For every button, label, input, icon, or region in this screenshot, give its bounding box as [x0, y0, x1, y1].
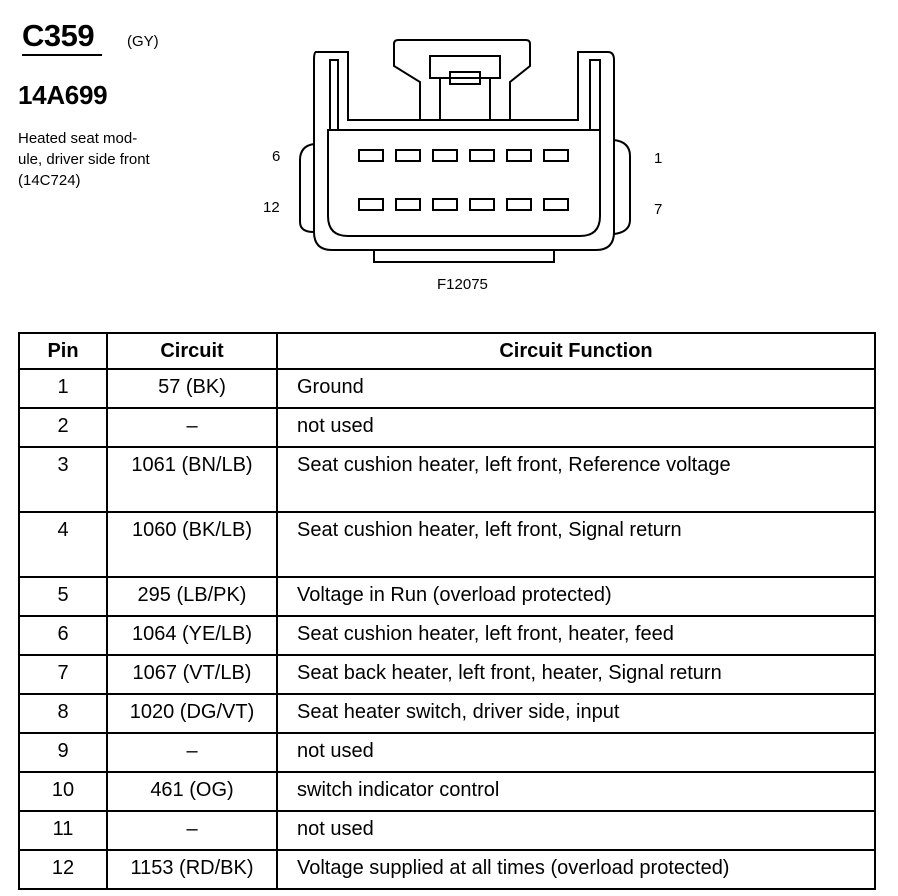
terminal-pin-7	[543, 198, 569, 211]
table-row: 8 1020 (DG/VT) Seat heater switch, drive…	[18, 693, 876, 734]
description-line-3: (14C724)	[18, 172, 81, 189]
terminal-pin-9	[469, 198, 495, 211]
connector-latch-arm	[439, 78, 491, 120]
circuit-cell: 1020 (DG/VT)	[106, 693, 278, 734]
connector-color: (GY)	[127, 33, 159, 50]
terminal-pin-4	[432, 149, 458, 162]
table-row: 4 1060 (BK/LB) Seat cushion heater, left…	[18, 511, 876, 578]
table-row: 12 1153 (RD/BK) Voltage supplied at all …	[18, 849, 876, 890]
function-cell: Seat cushion heater, left front, heater,…	[276, 615, 876, 656]
circuit-cell: –	[106, 732, 278, 773]
pin-table: Pin Circuit Circuit Function 1 57 (BK) G…	[18, 332, 876, 890]
pin-label-bottom-right: 7	[654, 201, 663, 218]
circuit-cell: –	[106, 810, 278, 851]
pin-cell: 9	[18, 732, 108, 773]
connector-latch	[393, 39, 531, 121]
circuit-cell: 461 (OG)	[106, 771, 278, 812]
connector-bottom-key	[373, 250, 555, 263]
table-row: 11 – not used	[18, 810, 876, 851]
connector-latch-tab	[449, 71, 481, 85]
table-row: 3 1061 (BN/LB) Seat cushion heater, left…	[18, 446, 876, 513]
pin-label-bottom-left: 12	[263, 199, 280, 216]
function-cell: Voltage in Run (overload protected)	[276, 576, 876, 617]
connector-description: Heated seat mod- ule, driver side front …	[18, 128, 188, 191]
terminal-pin-2	[506, 149, 532, 162]
terminal-pin-6	[358, 149, 384, 162]
terminal-pin-3	[469, 149, 495, 162]
terminal-pin-11	[395, 198, 421, 211]
pin-cell: 8	[18, 693, 108, 734]
part-number: 14A699	[18, 80, 108, 110]
connector-body-outline	[313, 51, 615, 251]
pin-label-top-left: 6	[272, 148, 281, 165]
function-cell: not used	[276, 407, 876, 448]
terminal-row-top	[358, 149, 569, 162]
connector-inner-right	[589, 59, 601, 131]
table-row: 10 461 (OG) switch indicator control	[18, 771, 876, 812]
description-line-1: Heated seat mod-	[18, 130, 138, 147]
pin-cell: 5	[18, 576, 108, 617]
column-header-pin: Pin	[18, 332, 108, 370]
circuit-cell: –	[106, 407, 278, 448]
terminal-pin-8	[506, 198, 532, 211]
description-line-2: ule, driver side front	[18, 151, 150, 168]
connector-cavity	[327, 129, 601, 237]
function-cell: switch indicator control	[276, 771, 876, 812]
circuit-cell: 1064 (YE/LB)	[106, 615, 278, 656]
table-row: 7 1067 (VT/LB) Seat back heater, left fr…	[18, 654, 876, 695]
circuit-cell: 1061 (BN/LB)	[106, 446, 278, 513]
figure-id: F12075	[437, 276, 488, 293]
connector-right-flange	[613, 139, 631, 235]
pin-cell: 1	[18, 368, 108, 409]
function-cell: Seat heater switch, driver side, input	[276, 693, 876, 734]
pin-cell: 4	[18, 511, 108, 578]
pin-cell: 7	[18, 654, 108, 695]
pin-cell: 11	[18, 810, 108, 851]
circuit-cell: 295 (LB/PK)	[106, 576, 278, 617]
pin-label-top-right: 1	[654, 150, 663, 167]
table-row: 2 – not used	[18, 407, 876, 448]
pin-cell: 12	[18, 849, 108, 890]
function-cell: not used	[276, 810, 876, 851]
terminal-pin-10	[432, 198, 458, 211]
connector-inner-left	[329, 59, 339, 131]
connector-latch-inner	[429, 55, 501, 79]
table-row: 9 – not used	[18, 732, 876, 773]
table-row: 1 57 (BK) Ground	[18, 368, 876, 409]
function-cell: Seat cushion heater, left front, Referen…	[276, 446, 876, 513]
connector-id-underline	[22, 54, 102, 56]
pin-cell: 10	[18, 771, 108, 812]
table-header-row: Pin Circuit Circuit Function	[18, 332, 876, 370]
function-cell: Voltage supplied at all times (overload …	[276, 849, 876, 890]
circuit-cell: 1060 (BK/LB)	[106, 511, 278, 578]
table-row: 5 295 (LB/PK) Voltage in Run (overload p…	[18, 576, 876, 617]
terminal-pin-1	[543, 149, 569, 162]
connector-id: C359	[22, 18, 95, 53]
pin-cell: 2	[18, 407, 108, 448]
terminal-row-bottom	[358, 198, 569, 211]
circuit-cell: 1153 (RD/BK)	[106, 849, 278, 890]
connector-face-diagram	[299, 39, 631, 263]
circuit-cell: 57 (BK)	[106, 368, 278, 409]
function-cell: Seat cushion heater, left front, Signal …	[276, 511, 876, 578]
terminal-pin-5	[395, 149, 421, 162]
connector-left-flange	[299, 143, 315, 233]
function-cell: Seat back heater, left front, heater, Si…	[276, 654, 876, 695]
column-header-function: Circuit Function	[276, 332, 876, 370]
function-cell: Ground	[276, 368, 876, 409]
function-cell: not used	[276, 732, 876, 773]
terminal-pin-12	[358, 198, 384, 211]
column-header-circuit: Circuit	[106, 332, 278, 370]
circuit-cell: 1067 (VT/LB)	[106, 654, 278, 695]
pin-cell: 3	[18, 446, 108, 513]
pin-cell: 6	[18, 615, 108, 656]
table-row: 6 1064 (YE/LB) Seat cushion heater, left…	[18, 615, 876, 656]
